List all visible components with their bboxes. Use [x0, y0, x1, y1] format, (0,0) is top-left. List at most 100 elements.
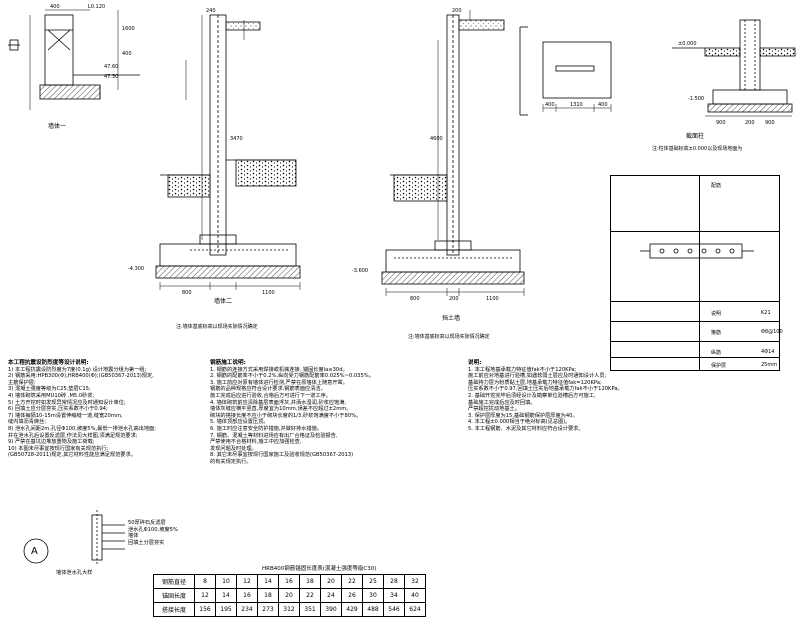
table-cell: 546: [383, 602, 405, 617]
beam-section-symbol: [640, 243, 754, 259]
row-header: 搭接长度: [153, 602, 195, 617]
pillar-base1: 900: [716, 120, 726, 126]
row-header: 锚固长度: [153, 588, 195, 603]
table-cell: 24: [320, 588, 342, 603]
note-line: 的有关规定执行。: [210, 458, 252, 465]
table-cell: 14: [257, 574, 279, 589]
dim-c-base3: 1100: [486, 296, 499, 302]
detail-label: 泄水孔Φ100,坡度5%: [128, 526, 178, 533]
note-line: 3. 施工前应对原有墙体进行检测,严禁在原墙体上随意开凿。: [210, 379, 348, 386]
note-line: 3) 混凝土强度等级为C25,垫层C15;: [8, 386, 91, 393]
note-line: 8) 泄水孔间距2m,孔径Φ100,坡度5%,最低一排泄水孔高出地面;: [8, 425, 156, 432]
dim-b-top: 240: [206, 8, 216, 14]
note-line: 严禁使用不合格材料,施工中应加强检查,: [210, 439, 302, 446]
member-plan: [519, 26, 612, 116]
note-line: 砌块的搭接长度不应小于砌块长度的1/3,砂浆饱满度不小于80%。: [210, 412, 362, 419]
dim-m-2: 1310: [570, 102, 583, 108]
notes-col3: 说明: 1. 本工程地基承载力特征值fak不小于120KPa; 施工前应对地基进…: [468, 360, 623, 433]
note-line: 发现问题及时处理。: [210, 445, 257, 452]
note-line: 6) 回填土应分层夯实,压实系数不小于0.94;: [8, 406, 108, 413]
legend-value: 4Φ14: [761, 349, 775, 355]
note-line: 10) 本图未尽事宜按现行国家有关规范执行;: [8, 445, 109, 452]
table-cell: 624: [404, 602, 426, 617]
table-cell: 390: [320, 602, 342, 617]
note-line: 2) 钢筋采用:HPB300(Φ),HRB400(Φ);(GB50367-201…: [8, 373, 154, 380]
note-line: 并在泄水孔后设置反滤层,作法见大样图,须满足规范要求;: [8, 432, 138, 439]
legend-divider: [699, 176, 700, 370]
dim-c-elev: -3.600: [352, 268, 368, 274]
note-line: 墙体灰缝应横平竖直,厚度宜为10mm,误差不应超过±2mm。: [210, 406, 352, 413]
note-line: 7) 墙体每隔10-15m设置伸缩缝一道,缝宽20mm,: [8, 412, 123, 419]
table-cell: 14: [215, 588, 237, 603]
note-line: 钢筋的品种规格应符合设计要求,钢筋表面应清洁。: [210, 386, 326, 393]
dim-a-top: 400: [50, 4, 60, 10]
section-marker-circle: [23, 538, 49, 564]
wall-c-label: 挡土墙: [442, 314, 460, 322]
dim-m-1: 400: [545, 102, 555, 108]
pillar-base2: 200: [745, 120, 755, 126]
pillar-note: 注:柱体基础标高±0.000以及现场地面为: [652, 145, 742, 152]
note-line: 5. 本工程钢筋、水泥及其它材料应符合设计要求。: [468, 425, 584, 432]
note-line: 5) 土方开挖时如发现异常情况应及时通知设计单位;: [8, 399, 126, 406]
legend-table: 配筋 说明 K21 箍筋 Φ8@100 纵筋 4Φ14 保护层 25mm: [610, 175, 783, 371]
legend-row-5: 保护层 25mm: [611, 357, 779, 369]
dim-b-height: 3470: [230, 136, 243, 142]
table-row: 钢筋直径 8 10 12 14 16 18 20 22 25 28 32: [153, 574, 426, 589]
note-line: 主筋保护层:: [8, 379, 36, 386]
note-line: 8. 其它未尽事宜按现行国家施工及验收规范(GB50367-2013): [210, 452, 354, 459]
table-cell: 312: [278, 602, 300, 617]
table-cell: 12: [236, 574, 258, 589]
note-line: 2. 钢筋的配筋率不小于0.2%,纵向受力钢筋配筋率0.025%~0.035%。: [210, 373, 374, 380]
note-line: 9) 严禁在基坑边堆放重物及施工荷载;: [8, 439, 95, 446]
table-cell: 40: [404, 588, 426, 603]
note-line: 严禁超挖扰动地基土。: [468, 406, 520, 413]
dim-c-base1: 800: [410, 296, 420, 302]
notes-col2-title: 钢筋施工说明:: [210, 360, 246, 366]
note-line: 4) 墙体砌筑采用MU10砖 ,M5.0砂浆;: [8, 392, 95, 399]
dim-m-3: 400: [598, 102, 608, 108]
pillar-section: [672, 19, 796, 117]
wall-b-label: 墙体二: [214, 297, 232, 305]
wall-c-caption: 注:墙体基底标高以现场实际情况确定: [408, 333, 490, 340]
table-cell: 429: [341, 602, 363, 617]
table-cell: 351: [299, 602, 321, 617]
table-row: 搭接长度 156 195 234 273 312 351 390 429 488…: [153, 602, 426, 617]
notes-col1: 本工程抗震设防烈度等设计说明: 1) 本工程抗震设防烈度为7度(0.1g) 设计…: [8, 360, 156, 459]
pillar-label: 截面柱: [686, 132, 704, 140]
row-header: 钢筋直径: [153, 574, 195, 589]
table-cell: 156: [194, 602, 216, 617]
legend-row-1: 配筋: [611, 183, 779, 232]
dim-a-level1: 47.60: [104, 64, 118, 70]
wall-a-caption: 注:墙体基底标高以现场实际情况确定: [176, 323, 258, 330]
detail-caption: 墙体泄水孔大样: [56, 570, 93, 576]
dim-c-base2: 200: [449, 296, 459, 302]
table-cell: 18: [299, 574, 321, 589]
table-cell: 195: [215, 602, 237, 617]
table-cell: 18: [257, 588, 279, 603]
table-cell: 26: [341, 588, 363, 603]
notes-col2: 钢筋施工说明: 1. 钢筋的连接方式采用焊接或机械连接, 锚固长度la≥30d。…: [210, 360, 374, 466]
table-cell: 25: [362, 574, 384, 589]
pillar-elev1: ±0.000: [678, 41, 697, 47]
table-cell: 273: [257, 602, 279, 617]
wall-a-section: [8, 9, 140, 110]
dim-b-base1: 800: [182, 290, 192, 296]
dim-a-level2: 47.30: [104, 74, 118, 80]
table-cell: 22: [341, 574, 363, 589]
legend-value: K21: [761, 310, 771, 316]
wall-b-section: [155, 14, 301, 290]
table-cell: 16: [278, 574, 300, 589]
detail-label: 50厚碎石反滤层: [128, 520, 166, 526]
table-cell: 34: [383, 588, 405, 603]
pillar-elev2: -1.500: [688, 96, 704, 102]
note-line: 5. 墙体顶部应设置压顶。: [210, 419, 269, 426]
pillar-base3: 900: [765, 120, 775, 126]
note-line: 6. 施工时应注意安全防护措施,并做好排水措施。: [210, 425, 322, 432]
table-cell: 20: [278, 588, 300, 603]
table-cell: 12: [194, 588, 216, 603]
note-line: 2. 基础开挖完毕后须经设计及勘察单位验槽后方可施工,: [468, 392, 596, 399]
note-line: 压实系数不小于0.97,回填土压实后地基承载力fak不小于120KPa。: [468, 386, 623, 393]
legend-label: 保护层: [711, 363, 727, 369]
legend-value: Φ8@100: [761, 329, 783, 335]
dim-b-base2: 1100: [262, 290, 275, 296]
